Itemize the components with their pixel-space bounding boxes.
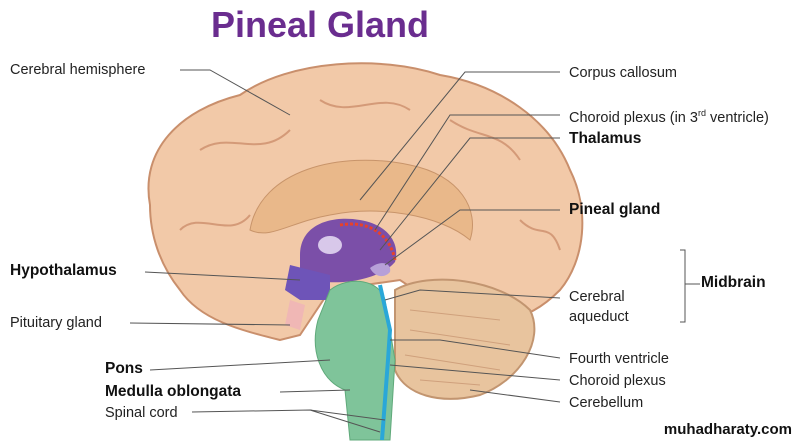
pineal-gland bbox=[370, 263, 391, 277]
pituitary bbox=[285, 300, 305, 330]
label-thalamus: Thalamus bbox=[569, 130, 642, 147]
label-sup: rd bbox=[697, 108, 706, 118]
label-corpus-callosum: Corpus callosum bbox=[569, 65, 677, 81]
hypothalamus bbox=[285, 265, 330, 300]
diagram-title: Pineal Gland bbox=[210, 4, 430, 45]
label-text: Choroid plexus (in 3 bbox=[569, 109, 698, 126]
leader-lines bbox=[129, 69, 700, 433]
cerebellum bbox=[394, 278, 536, 400]
label-pituitary-gland: Pituitary gland bbox=[10, 315, 102, 331]
ventricle bbox=[378, 284, 393, 441]
label-pons: Pons bbox=[105, 360, 143, 377]
label-hypothalamus: Hypothalamus bbox=[10, 262, 117, 279]
label-cerebellum: Cerebellum bbox=[569, 395, 644, 411]
label-text: ventricle) bbox=[705, 109, 769, 126]
label-midbrain: Midbrain bbox=[701, 274, 766, 291]
thalamus bbox=[300, 218, 397, 283]
label-spinal-cord: Spinal cord bbox=[105, 405, 178, 421]
label-cerebral-aqueduct-2: aqueduct bbox=[569, 309, 629, 325]
label-cerebral-hemisphere: Cerebral hemisphere bbox=[10, 62, 146, 78]
interthalamic-adhesion bbox=[318, 236, 342, 254]
label-cerebral-aqueduct-1: Cerebral bbox=[569, 289, 625, 305]
label-fourth-ventricle: Fourth ventricle bbox=[569, 351, 669, 367]
watermark: muhadharaty.com bbox=[663, 421, 792, 438]
label-pineal-gland: Pineal gland bbox=[569, 201, 661, 218]
label-choroid-plexus-3rd-ventricle: Choroid plexus (in 3rd ventricle) bbox=[569, 108, 769, 126]
brainstem bbox=[314, 280, 396, 441]
label-medulla-oblongata: Medulla oblongata bbox=[105, 383, 242, 400]
corpus-callosum bbox=[249, 159, 473, 241]
label-choroid-plexus: Choroid plexus bbox=[569, 373, 666, 389]
choroid-plexus-3rd bbox=[339, 222, 397, 261]
cerebellum-folia bbox=[404, 309, 511, 386]
gyri-lines bbox=[179, 99, 561, 251]
